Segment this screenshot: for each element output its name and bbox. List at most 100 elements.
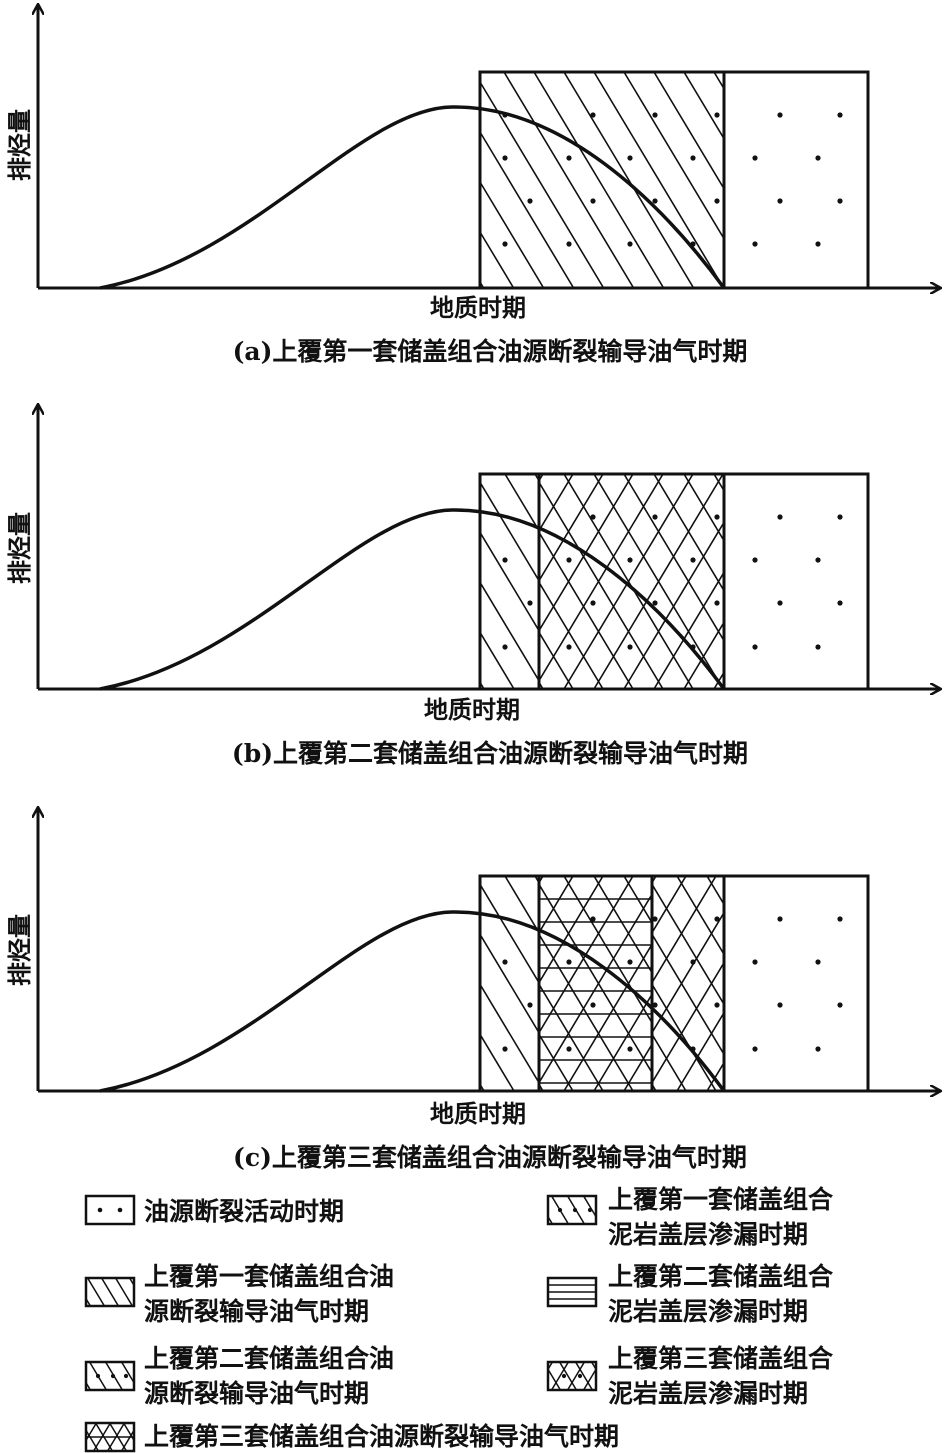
- hatch-line: [676, 1011, 724, 1091]
- hatch-line: [652, 876, 657, 885]
- hatch-line: [504, 876, 539, 935]
- hatch-line: [480, 80, 605, 288]
- hatch-line: [894, 72, 945, 288]
- dots-region-c: [502, 916, 843, 1052]
- expulsion-curve-a: [99, 105, 726, 290]
- hatch-line: [684, 876, 813, 1091]
- hatch-line: [774, 876, 903, 1091]
- hatch-line: [480, 130, 575, 288]
- panel-c: 排烃量 地质时期 (c)上覆第三套储盖组合油源断裂输导油气时期: [5, 808, 945, 1172]
- caption-a: (a)上覆第一套储盖组合油源断裂输导油气时期: [233, 337, 748, 366]
- legend-label-3b: 源断裂输导油气时期: [144, 1297, 369, 1326]
- hatch-line: [480, 982, 539, 1085]
- hatch-line: [467, 876, 596, 1091]
- hatch-line: [654, 876, 783, 1091]
- hatch-line: [774, 474, 903, 689]
- hatch-line: [857, 876, 945, 1091]
- hatch-line: [864, 474, 945, 689]
- hatch-line: [713, 474, 724, 493]
- hatch-line: [834, 474, 945, 689]
- hatch-line: [834, 72, 945, 288]
- hatch-line: [653, 72, 724, 191]
- hatch-line: [480, 530, 539, 633]
- hatch-line: [539, 474, 664, 683]
- hatch-line: [623, 1042, 652, 1091]
- hatch-region-a1: [480, 72, 945, 288]
- hatch-line: [480, 882, 539, 985]
- hatch-line: [480, 230, 515, 288]
- hatch-line: [295, 876, 424, 1091]
- hatch-line: [593, 876, 652, 975]
- hatch-line: [539, 474, 574, 533]
- hatch-line: [744, 72, 874, 288]
- hatch-line: [737, 876, 866, 1091]
- hatch-line: [533, 72, 665, 288]
- hatch-line: [437, 876, 566, 1091]
- hatch-line: [539, 474, 634, 633]
- legend-label-2b: 泥岩盖层渗漏时期: [608, 1220, 808, 1249]
- legend-label-4b: 泥岩盖层渗漏时期: [608, 1297, 808, 1326]
- hatch-line: [864, 72, 945, 288]
- hatch-line: [593, 992, 652, 1091]
- legend-label-5a: 上覆第二套储盖组合油: [144, 1344, 394, 1373]
- hatch-line: [652, 961, 724, 1085]
- hatch-line: [683, 620, 724, 689]
- hatch-line: [745, 876, 874, 1091]
- hatch-line: [480, 932, 539, 1035]
- hatch-line: [924, 72, 945, 288]
- x-axis-label-b: 地质时期: [424, 695, 520, 724]
- hatch-line: [480, 280, 485, 288]
- hatch-line: [265, 474, 394, 689]
- hatch-line: [593, 72, 724, 288]
- hatch-line: [354, 876, 483, 1091]
- caption-b: (b)上覆第二套储盖组合油源断裂输导油气时期: [232, 739, 748, 768]
- hatch-line: [325, 876, 454, 1091]
- hatch-line: [563, 942, 652, 1091]
- hatch-line: [539, 876, 574, 935]
- hatch-line: [480, 580, 539, 683]
- hatch-line: [354, 474, 483, 689]
- hatch-line: [480, 680, 485, 689]
- hatch-line: [713, 72, 724, 91]
- hatch-line: [654, 876, 783, 1091]
- hatch-line: [623, 520, 724, 689]
- hatch-line: [652, 876, 717, 985]
- hatch-line: [744, 876, 873, 1091]
- hatch-line: [295, 474, 424, 689]
- legend-label-1a: 油源断裂活动时期: [144, 1197, 344, 1226]
- hatch-line: [497, 876, 626, 1091]
- dots-region-b: [502, 514, 843, 650]
- hatch-line: [894, 474, 945, 689]
- x-axis-label-a: 地质时期: [430, 293, 526, 322]
- hatch-line: [715, 474, 844, 689]
- hatch-region-c2: [354, 876, 945, 1091]
- hatch-line: [924, 474, 945, 689]
- expulsion-curve-b: [99, 508, 726, 691]
- hatch-line: [887, 876, 945, 1091]
- hatch-line: [593, 474, 724, 689]
- hatch-line: [827, 876, 945, 1091]
- hatch-line: [737, 876, 866, 1091]
- hatch-line: [834, 876, 945, 1091]
- hatch-line: [767, 876, 896, 1091]
- hatch-a1-lines: [480, 72, 945, 288]
- hatch-line: [706, 876, 724, 906]
- hatch-line: [864, 876, 945, 1091]
- legend: 油源断裂活动时期 上覆第一套储盖组合 泥岩盖层渗漏时期 上覆第一套储盖组合油 源…: [84, 1185, 834, 1453]
- legend-swatch-horiz: [546, 1276, 598, 1308]
- caption-c: (c)上覆第三套储盖组合油源断裂输导油气时期: [233, 1143, 747, 1172]
- legend-label-3a: 上覆第一套储盖组合油: [144, 1262, 394, 1291]
- hatch-line: [325, 474, 454, 689]
- hatch-b2-lines: [354, 474, 945, 689]
- hatch-line: [745, 474, 874, 689]
- hatch-line: [480, 180, 545, 288]
- hatch-line: [684, 876, 813, 1091]
- hatch-line: [864, 474, 945, 689]
- y-axis-label-c: 排烃量: [5, 914, 34, 986]
- legend-swatch-diag-dots-2: [84, 1360, 136, 1392]
- hatch-line: [774, 72, 904, 288]
- hatch-line: [714, 876, 843, 1091]
- hatch-line: [480, 1032, 515, 1091]
- legend-swatch-diag-dots: [546, 1194, 598, 1226]
